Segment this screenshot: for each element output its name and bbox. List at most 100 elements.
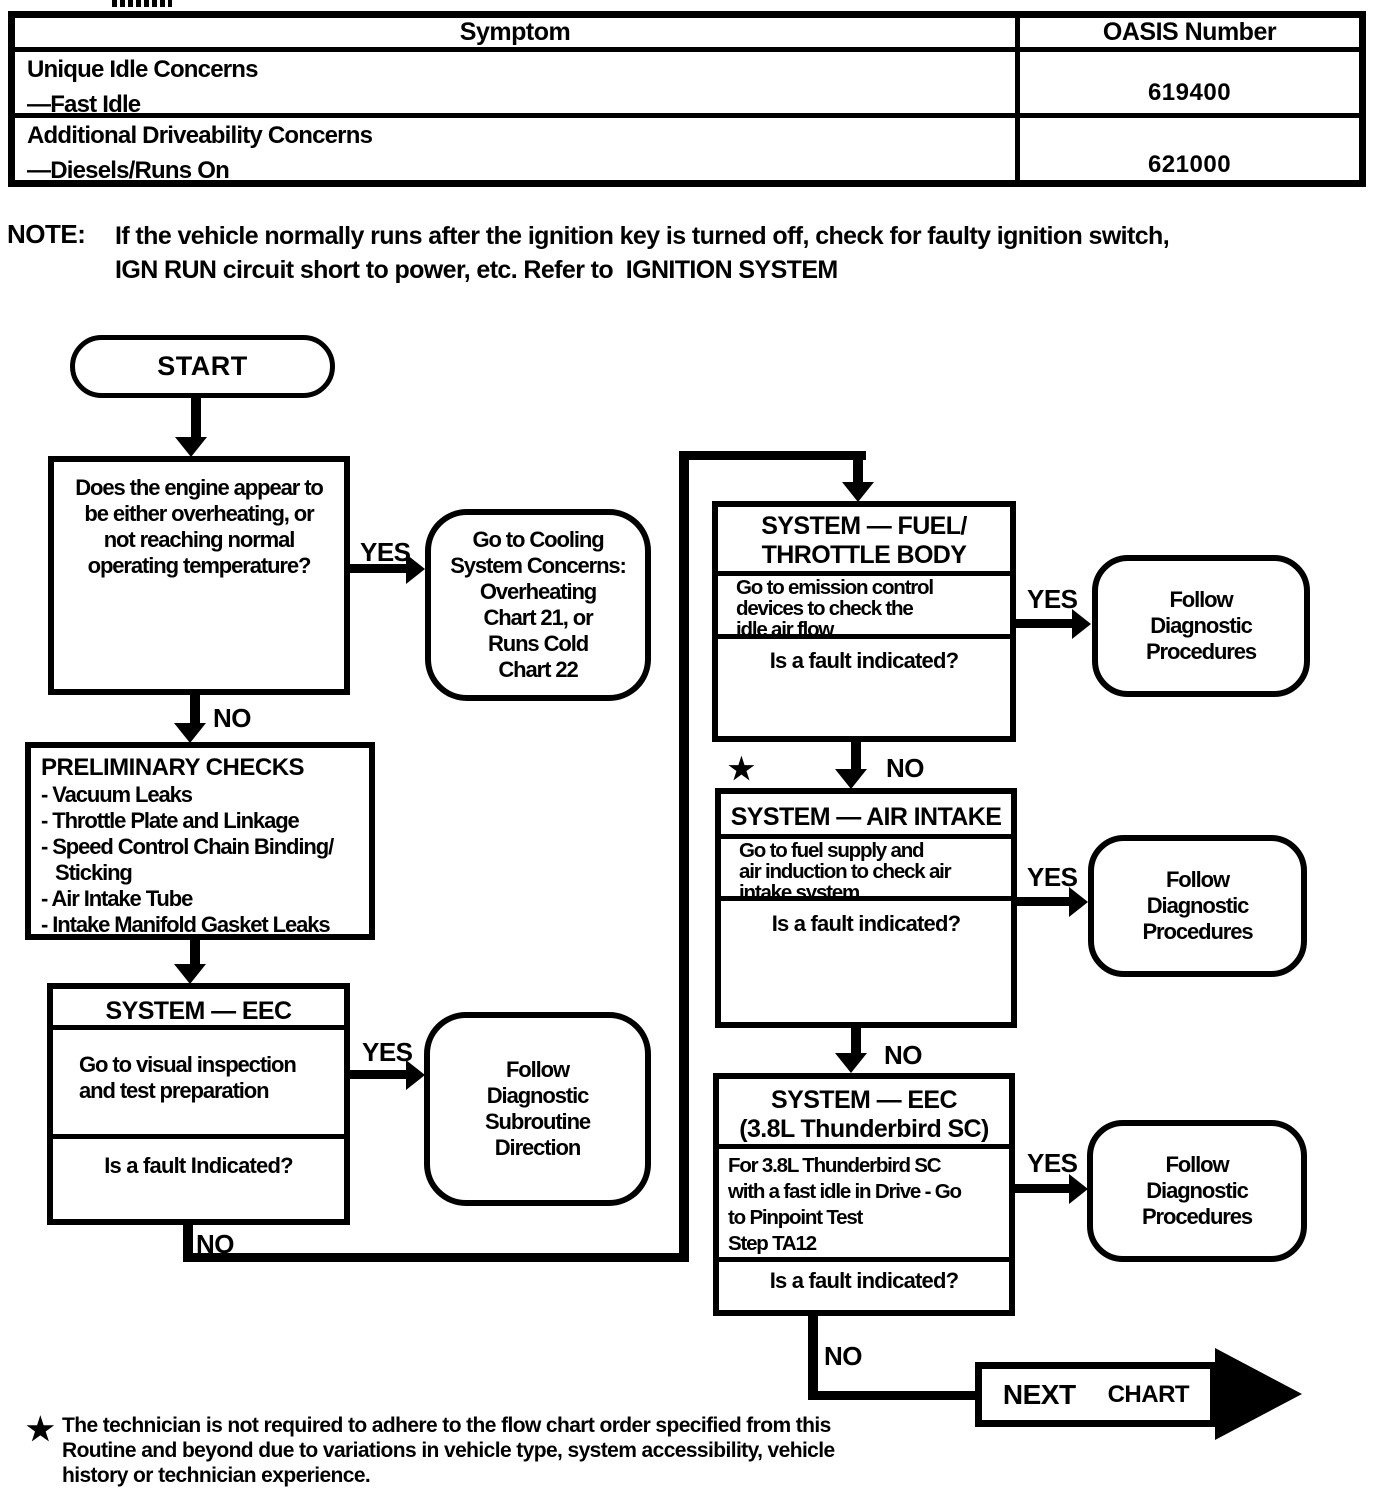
- body-line: with a fast idle in Drive - Go: [728, 1180, 962, 1203]
- connector-line: [679, 451, 689, 1262]
- star-icon: ★: [728, 753, 755, 786]
- body-line: Go to emission control: [736, 576, 934, 599]
- arrowhead-right-icon: [1069, 887, 1088, 917]
- system-air-intake-box: SYSTEM — AIR INTAKE Go to fuel supply an…: [715, 788, 1017, 1028]
- arrowhead-down-icon: [174, 964, 206, 984]
- connector-line: [1017, 897, 1072, 906]
- system-eec-question: Is a fault Indicated?: [104, 1153, 293, 1178]
- decision-line: be either overheating, or: [84, 501, 314, 526]
- arrowhead-right-icon: [1069, 1174, 1088, 1204]
- decision-line: Does the engine appear to: [75, 475, 324, 500]
- table-header-oasis: OASIS Number: [1015, 18, 1359, 47]
- oasis-number: 619400: [1015, 52, 1359, 113]
- system-fuel-question: Is a fault indicated?: [769, 648, 959, 673]
- system-eec-body: Go to visual inspection and test prepara…: [53, 1030, 344, 1139]
- check-item: - Throttle Plate and Linkage: [41, 808, 300, 833]
- start-node: START: [70, 335, 335, 398]
- connector-line: [853, 451, 863, 485]
- connector-line: [350, 1070, 408, 1079]
- system-fuel-body: Go to emission control devices to check …: [718, 576, 1010, 639]
- follow-procedures-node: Follow Diagnostic Procedures: [1088, 835, 1307, 977]
- yes-label: YES: [1027, 1148, 1078, 1178]
- follow-subroutine-node: Follow Diagnostic Subroutine Direction: [424, 1012, 651, 1206]
- symptom-category: Unique Idle Concerns: [27, 56, 259, 83]
- connector-line: [1015, 1184, 1072, 1193]
- system-fuel-title: SYSTEM — FUEL/ THROTTLE BODY: [718, 507, 1010, 576]
- procedures-line: Follow: [1169, 587, 1233, 612]
- table-header-row: Symptom OASIS Number: [15, 18, 1359, 52]
- procedures-line: Procedures: [1145, 639, 1257, 664]
- connector-line: [350, 564, 408, 573]
- system-air-body: Go to fuel supply and air induction to c…: [721, 839, 1011, 901]
- follow-procedures-node: Follow Diagnostic Procedures: [1092, 555, 1310, 697]
- arrowhead-down-icon: [835, 769, 867, 789]
- scan-artifact: [112, 0, 172, 7]
- procedures-line: Diagnostic: [1146, 893, 1250, 918]
- start-label: START: [157, 351, 248, 381]
- check-item: - Air Intake Tube: [41, 886, 193, 911]
- yes-label: YES: [362, 1037, 413, 1067]
- cooling-line: Chart 22: [498, 657, 578, 682]
- procedures-line: Follow: [1165, 1152, 1229, 1177]
- arrowhead-right-icon: [406, 1060, 425, 1090]
- arrowhead-down-icon: [175, 437, 207, 457]
- no-label: NO: [824, 1341, 863, 1371]
- procedures-line: Procedures: [1142, 919, 1253, 944]
- system-eec-tbird-question: Is a fault indicated?: [769, 1268, 959, 1293]
- procedures-line: Diagnostic: [1146, 1178, 1249, 1203]
- note-line: IGN RUN circuit short to power, etc. Ref…: [115, 256, 838, 284]
- title-line: SYSTEM — FUEL/: [761, 512, 967, 540]
- procedures-line: Procedures: [1141, 1204, 1253, 1229]
- note-text: If the vehicle normally runs after the i…: [115, 219, 1385, 287]
- cooling-line: Runs Cold: [487, 631, 589, 656]
- system-eec-tbird-title: SYSTEM — EEC (3.8L Thunderbird SC): [719, 1079, 1009, 1149]
- arrowhead-down-icon: [842, 482, 874, 502]
- check-item: - Intake Manifold Gasket Leaks: [41, 912, 331, 937]
- footnote-text: The technician is not required to adhere…: [62, 1413, 982, 1488]
- system-eec-tbird-box: SYSTEM — EEC (3.8L Thunderbird SC) For 3…: [713, 1073, 1015, 1316]
- table-row: Additional Driveability Concerns —Diesel…: [15, 118, 1359, 185]
- check-item: Sticking: [55, 860, 133, 885]
- body-line: Go to visual inspection: [79, 1052, 297, 1077]
- subroutine-line: Subroutine: [484, 1109, 591, 1134]
- footnote-line: history or technician experience.: [62, 1464, 371, 1487]
- title-line: (3.8L Thunderbird SC): [739, 1115, 989, 1143]
- title-line: THROTTLE BODY: [761, 541, 967, 569]
- subroutine-line: Diagnostic: [486, 1083, 590, 1108]
- no-label: NO: [884, 1040, 923, 1070]
- connector-line: [679, 451, 866, 460]
- symptom-table: Symptom OASIS Number Unique Idle Concern…: [8, 11, 1366, 187]
- check-item: - Speed Control Chain Binding/: [41, 834, 334, 859]
- body-line: intake system: [739, 881, 860, 901]
- cooling-line: System Concerns:: [450, 553, 627, 578]
- footnote-line: Routine and beyond due to variations in …: [62, 1439, 835, 1462]
- system-fuel-throttle-box: SYSTEM — FUEL/ THROTTLE BODY Go to emiss…: [712, 501, 1016, 742]
- system-air-question: Is a fault indicated?: [771, 911, 961, 936]
- no-label: NO: [213, 703, 252, 733]
- symptom-category: Additional Driveability Concerns: [27, 122, 373, 149]
- body-line: Go to fuel supply and: [739, 839, 925, 862]
- note-line: If the vehicle normally runs after the i…: [115, 222, 1170, 250]
- body-line: air induction to check air: [739, 860, 952, 883]
- subroutine-line: Follow: [505, 1057, 570, 1082]
- footnote-star-icon: ★: [26, 1411, 55, 1447]
- arrowhead-down-icon: [174, 723, 206, 743]
- preliminary-title: PRELIMINARY CHECKS: [41, 754, 305, 781]
- check-item: - Vacuum Leaks: [41, 782, 193, 807]
- symptom-item: —Diesels/Runs On: [27, 157, 230, 184]
- body-line: Step TA12: [728, 1232, 817, 1255]
- arrowhead-right-icon: [1072, 609, 1091, 639]
- system-air-title: SYSTEM — AIR INTAKE: [721, 794, 1011, 839]
- system-eec-title: SYSTEM — EEC: [53, 989, 344, 1030]
- system-eec-tbird-body: For 3.8L Thunderbird SC with a fast idle…: [719, 1149, 1009, 1262]
- connector-line: [190, 939, 200, 967]
- footnote-line: The technician is not required to adhere…: [62, 1414, 831, 1437]
- cooling-line: Chart 21, or: [483, 605, 593, 630]
- symptom-item: —Fast Idle: [27, 91, 141, 118]
- connector-line: [1016, 619, 1074, 628]
- connector-line: [851, 741, 861, 772]
- procedures-line: Follow: [1165, 867, 1230, 892]
- connector-line: [808, 1315, 818, 1400]
- system-eec-box: SYSTEM — EEC Go to visual inspection and…: [47, 983, 350, 1225]
